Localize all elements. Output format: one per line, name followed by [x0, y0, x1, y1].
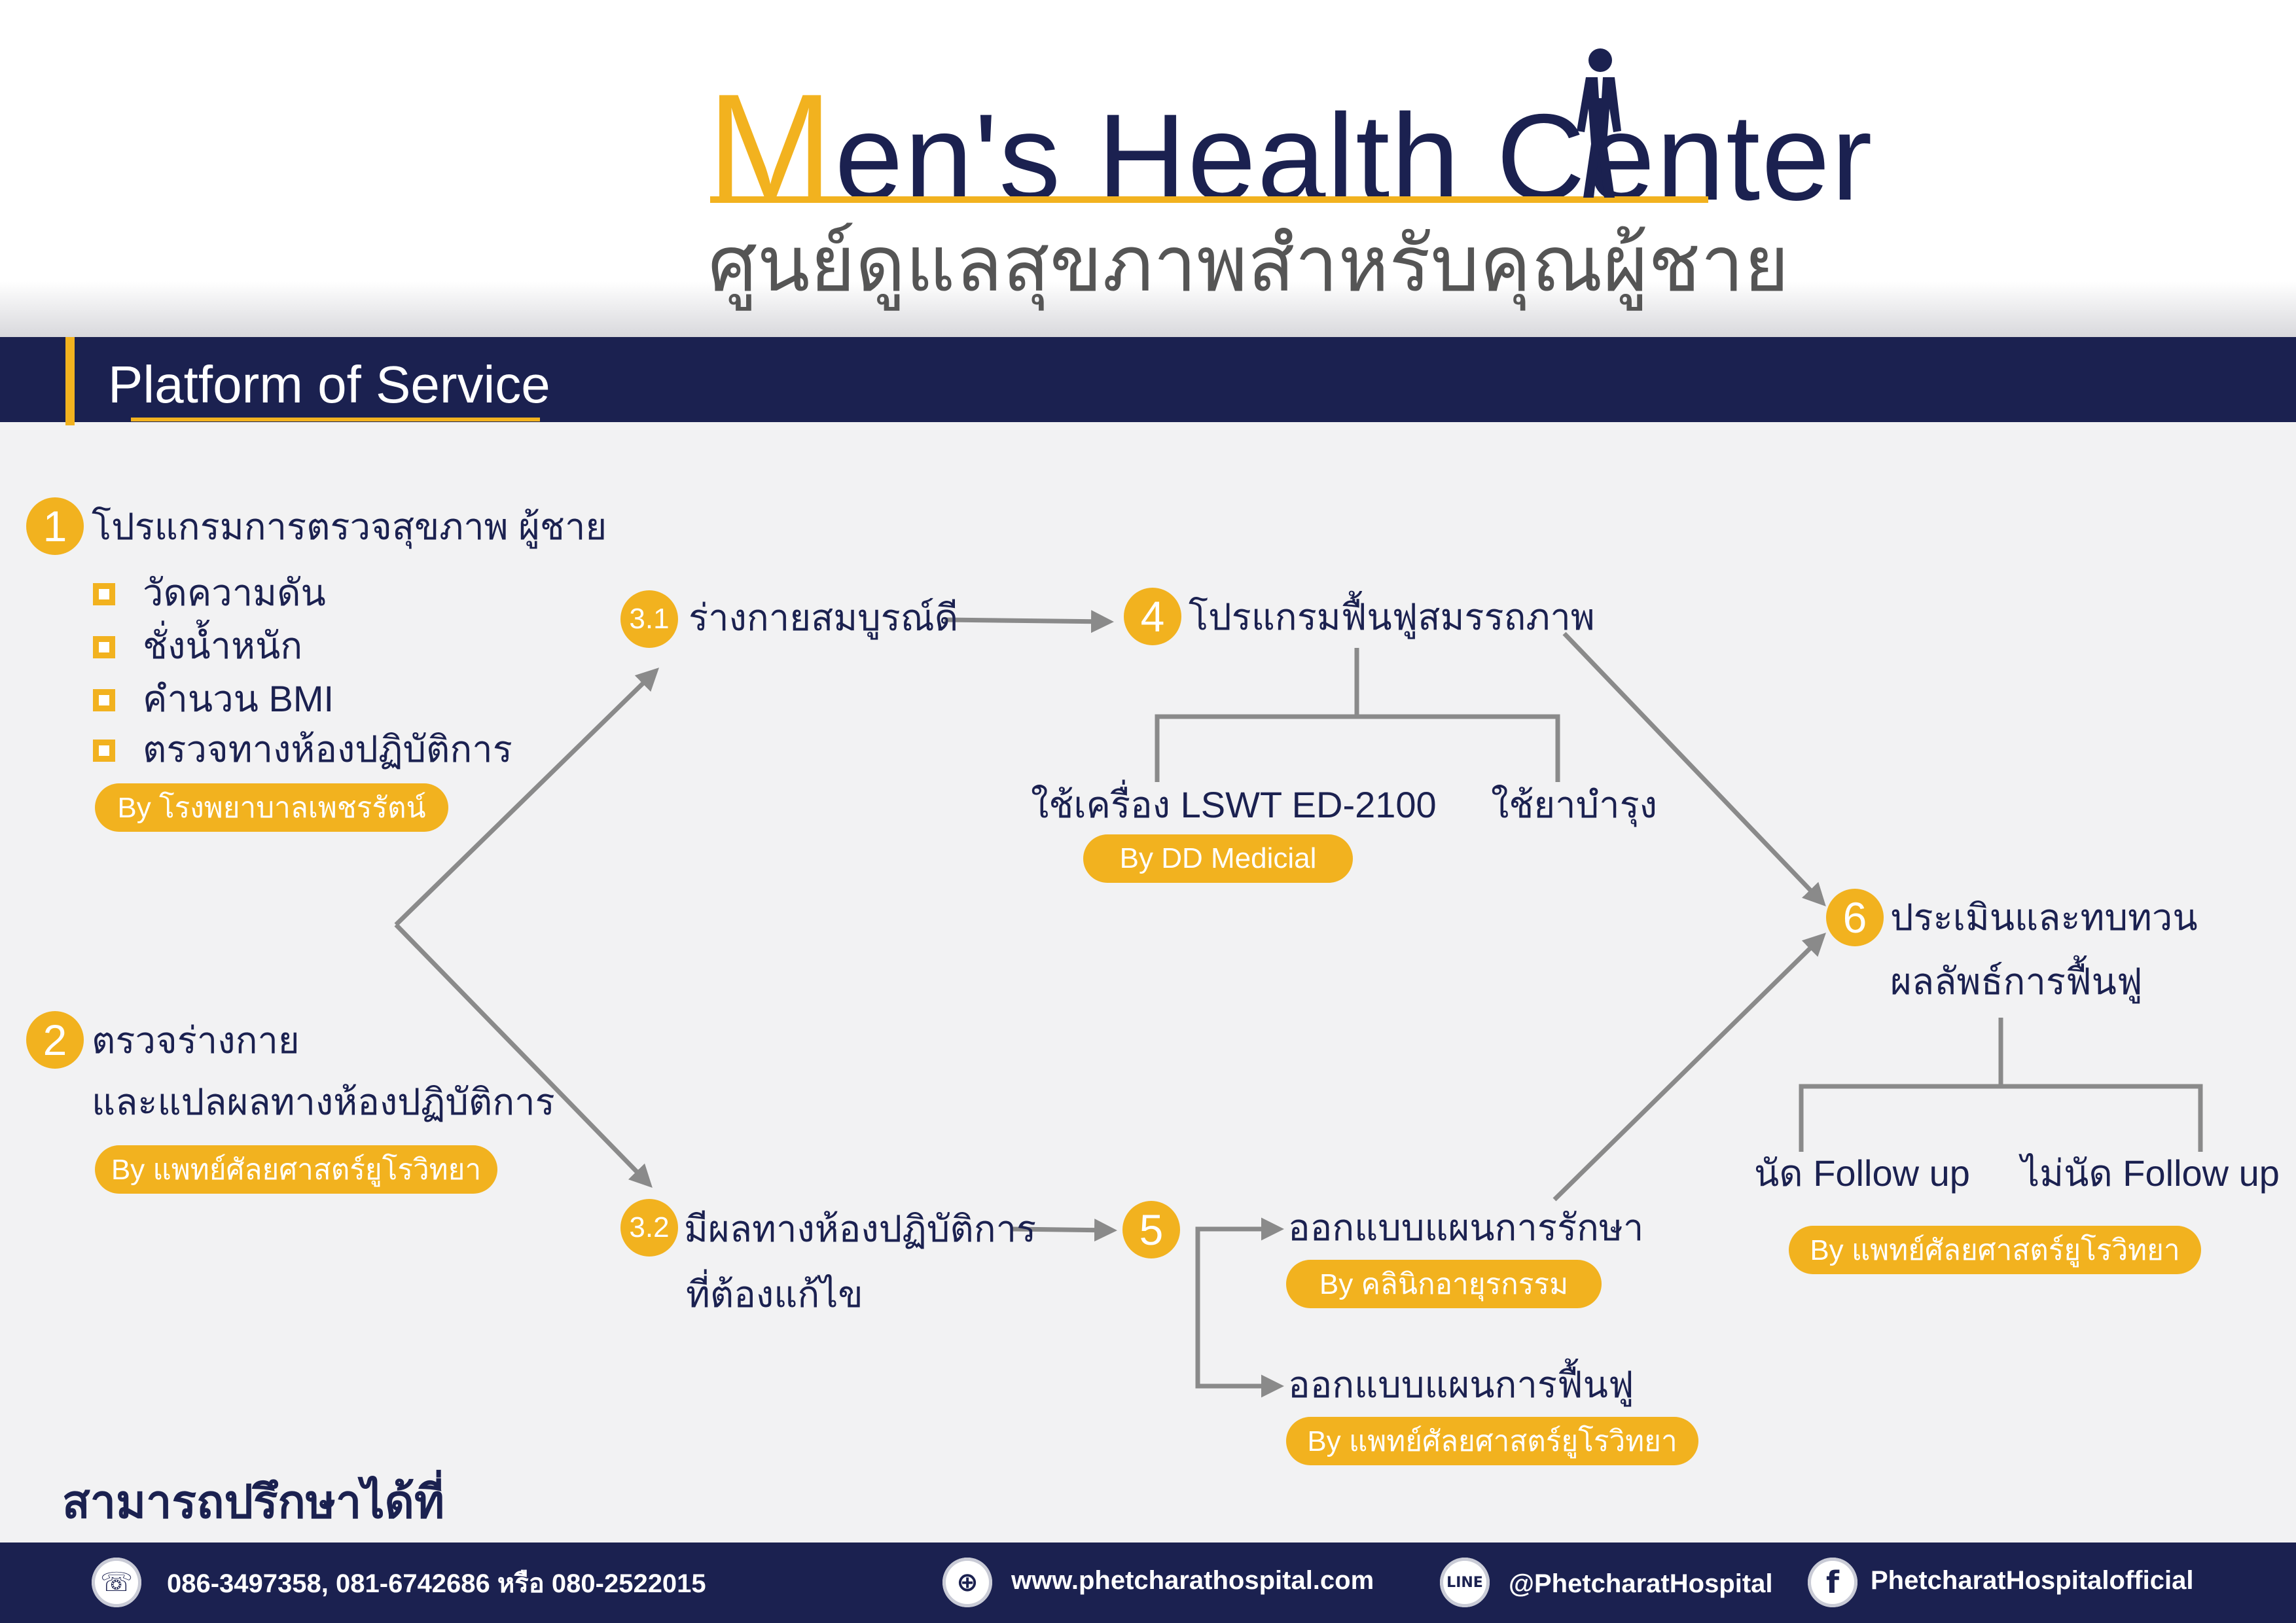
footer-phone[interactable]: 086-3497358, 081-6742686 หรือ 080-252201… — [167, 1569, 706, 1598]
phone-icon: ☏ — [92, 1558, 141, 1607]
bracket-6-right — [2001, 1084, 2203, 1152]
step-4-title: โปรแกรมฟื้นฟูสมรรถภาพ — [1189, 596, 1595, 637]
facebook-icon: f — [1808, 1558, 1857, 1607]
step-1-title: โปรแกรมการตรวจสุขภาพ ผู้ชาย — [92, 506, 607, 547]
section-title: Platform of Service — [108, 355, 550, 414]
arrow-3-1-to-4 — [944, 610, 1114, 633]
bullet-icon — [93, 636, 115, 658]
step-2-number: 2 — [26, 1011, 84, 1069]
step-3-2-title-line1: มีผลทางห้องปฏิบัติการ — [684, 1208, 1037, 1249]
step-4-branch-right: ใช้ยาบำรุง — [1491, 784, 1658, 825]
logo-subtitle: ศูนย์ดูแลสุขภาพสำหรับคุณผู้ชาย — [708, 221, 1789, 308]
step-5-option-1-by-badge: By คลินิกอายุรกรรม — [1286, 1260, 1602, 1308]
step-3-1-title: ร่างกายสมบูรณ์ดี — [689, 597, 959, 638]
step-1-item: คำนวน BMI — [143, 678, 334, 719]
arrow-5-to-option1 — [1195, 1217, 1284, 1241]
line-icon: LINE — [1440, 1558, 1490, 1607]
step-4-by-badge: By DD Medicial — [1083, 834, 1353, 883]
header — [0, 0, 2296, 327]
globe-icon: ⊕ — [942, 1558, 992, 1607]
bracket-6 — [1799, 1018, 2003, 1152]
step-6-number: 6 — [1826, 889, 1884, 946]
arrow-5-to-option2 — [1195, 1229, 1284, 1398]
step-4-branch-left: ใช้เครื่อง LSWT ED-2100 — [1031, 784, 1437, 825]
step-3-2-title-line2: ที่ต้องแก้ไข — [686, 1274, 863, 1315]
header-shadow — [0, 281, 2296, 340]
bracket-4 — [1155, 648, 1359, 782]
step-2-by-badge: By แพทย์ศัลยศาสตร์ยูโรวิทยา — [95, 1145, 497, 1194]
bullet-icon — [93, 583, 115, 605]
step-1-item: วัดความดัน — [143, 572, 326, 613]
step-1-item: ชั่งน้ำหนัก — [143, 625, 303, 666]
arrow-4-to-6 — [1562, 632, 1826, 907]
step-6-by-badge: By แพทย์ศัลยศาสตร์ยูโรวิทยา — [1789, 1226, 2201, 1274]
logo-underline — [710, 196, 1708, 203]
step-5-number: 5 — [1122, 1201, 1180, 1258]
step-1-by-badge: By โรงพยาบาลเพชรรัตน์ — [95, 783, 448, 832]
step-1-number: 1 — [26, 497, 84, 555]
section-title-underline — [131, 418, 540, 421]
arrow-split-to-3-1 — [394, 668, 660, 927]
step-6-branch-right: ไม่นัด Follow up — [2021, 1152, 2280, 1194]
consult-heading: สามารถปรึกษาได้ที่ — [62, 1476, 445, 1527]
step-5-option-2: ออกแบบแผนการฟื้นฟู — [1288, 1364, 1634, 1405]
step-6-title-line2: ผลลัพธ์การฟื้นฟู — [1890, 961, 2143, 1002]
man-figure-icon — [1577, 48, 1621, 198]
footer-line[interactable]: @PhetcharatHospital — [1509, 1569, 1773, 1598]
step-5-option-1: ออกแบบแผนการรักษา — [1288, 1207, 1644, 1248]
step-1-item: ตรวจทางห้องปฏิบัติการ — [143, 728, 512, 770]
footer-website[interactable]: www.phetcharathospital.com — [1011, 1566, 1374, 1595]
bullet-icon — [93, 740, 115, 762]
step-3-2-number: 3.2 — [620, 1199, 678, 1257]
footer-facebook[interactable]: PhetcharatHospitalofficial — [1871, 1566, 2194, 1595]
arrow-option1-to-6 — [1552, 933, 1826, 1202]
arrow-3-2-to-5 — [1011, 1219, 1117, 1242]
bracket-4-right — [1357, 714, 1560, 782]
step-2-title-line1: ตรวจร่างกาย — [92, 1020, 300, 1061]
step-3-1-number: 3.1 — [620, 590, 678, 648]
arrow-split-to-3-2 — [394, 923, 653, 1188]
step-4-number: 4 — [1124, 588, 1181, 645]
section-band — [0, 337, 2296, 422]
footer-bar — [0, 1543, 2296, 1623]
bullet-icon — [93, 689, 115, 711]
step-2-title-line2: และแปลผลทางห้องปฏิบัติการ — [92, 1081, 555, 1122]
step-6-branch-left: นัด Follow up — [1754, 1152, 1970, 1194]
step-6-title-line1: ประเมินและทบทวน — [1890, 897, 2198, 938]
step-5-option-2-by-badge: By แพทย์ศัลยศาสตร์ยูโรวิทยา — [1286, 1417, 1698, 1465]
section-band-accent — [65, 337, 75, 425]
